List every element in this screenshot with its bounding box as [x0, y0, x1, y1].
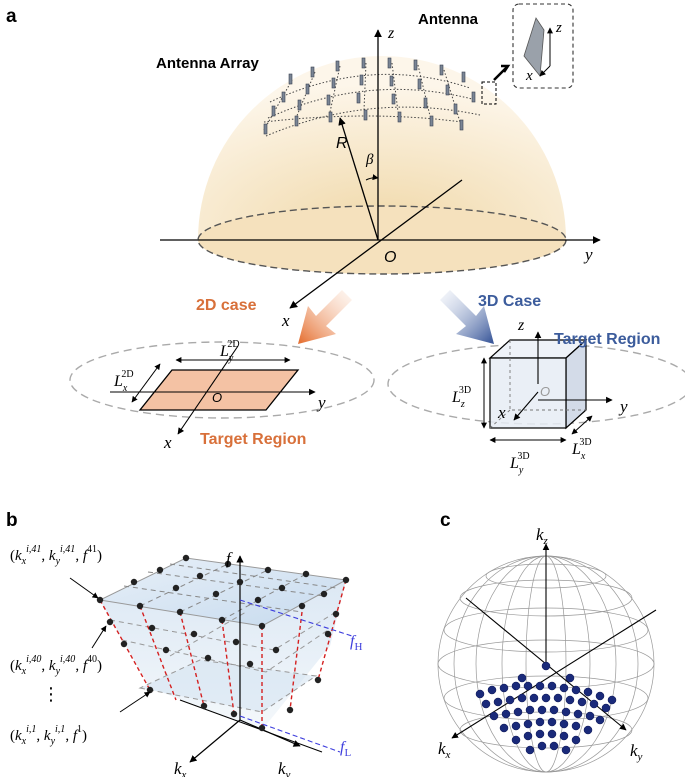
- axis-kz-label: kz: [536, 525, 549, 547]
- freq-low-label: fL: [340, 739, 351, 759]
- axis-x-label: x: [281, 311, 290, 330]
- case-2d-label: 2D case: [196, 297, 257, 314]
- axis-z-label: z: [387, 25, 395, 42]
- axis-ky-label: ky: [278, 759, 291, 777]
- l2d-x-dimension: [131, 363, 161, 403]
- sub2d-x-label: x: [163, 433, 172, 452]
- antenna-label: Antenna: [418, 11, 479, 28]
- pointer-41: [69, 577, 99, 599]
- axis-y-label: y: [583, 245, 593, 264]
- ellipsis: ⋮: [42, 684, 60, 704]
- frustum-bottom-sheet: [138, 659, 318, 713]
- panel-b: b: [6, 510, 362, 777]
- pointer-1: [119, 691, 151, 713]
- grid-points: [96, 554, 350, 732]
- target-region-3d-cube: [488, 338, 588, 430]
- antenna-inset-box: [512, 3, 574, 89]
- k-space-points: [475, 661, 617, 755]
- axis-ky-label-c: ky: [630, 741, 643, 763]
- origin-label: O: [384, 249, 396, 266]
- antenna-highlight-box: [481, 81, 497, 105]
- panel-c-label: c: [440, 510, 451, 531]
- top-sheet-grid: [123, 563, 337, 621]
- point-label-41: (kxi,41, kyi,41, f41): [10, 544, 102, 567]
- inset-axis-x: [539, 65, 551, 77]
- sub2d-y-label: y: [316, 393, 326, 412]
- antenna-elements: [263, 57, 476, 135]
- inset-x-label: x: [525, 68, 533, 84]
- panel-c: c kz kx: [437, 510, 657, 773]
- l3d-z-label: Lz3D: [451, 385, 471, 410]
- point-label-1: (kxi,1, kyi,1, f1): [10, 724, 87, 747]
- axis-kx-label: kx: [174, 759, 187, 777]
- l2d-y-label: Ly2D: [219, 339, 240, 364]
- antenna-array-label: Antenna Array: [156, 55, 259, 72]
- sub2d-origin-label: O: [212, 390, 222, 405]
- case-3d-label: 3D Case: [478, 293, 541, 310]
- beta-arc: [365, 174, 379, 181]
- freq-high-label: fH: [350, 633, 362, 653]
- sub3d-z-label: z: [517, 317, 525, 334]
- l3d-x-dimension: [571, 415, 593, 435]
- callout-arrow: [493, 64, 511, 81]
- target-region-3d-label: Target Region: [554, 331, 660, 348]
- axis-kx: [189, 719, 241, 763]
- beta-label: β: [365, 152, 374, 168]
- sub3d-y-label: y: [618, 397, 628, 416]
- fl-line: [239, 715, 341, 753]
- sub3d-axis-x: [513, 391, 539, 421]
- point-label-40: (kxi,40, kyi,40, f40): [10, 654, 102, 677]
- case-2d-arrow: [298, 290, 352, 344]
- l2d-x-label: Lx2D: [113, 369, 134, 394]
- l3d-y-label: Ly3D: [509, 451, 530, 476]
- axis-kx: [451, 609, 657, 739]
- pointer-40: [91, 625, 107, 649]
- l3d-x-label: Lx3D: [571, 437, 592, 462]
- axis-kx-label-c: kx: [438, 739, 451, 761]
- panel-a-label: a: [6, 6, 17, 27]
- sub3d-x-label: x: [497, 403, 506, 422]
- antenna-element-icon: [523, 17, 545, 78]
- case-3d-arrow: [440, 290, 494, 344]
- radius-label: R: [336, 135, 348, 152]
- sub3d-origin-label: O: [540, 384, 550, 399]
- panel-b-label: b: [6, 510, 18, 531]
- axis-x: [289, 179, 463, 309]
- inset-z-label: z: [555, 20, 562, 36]
- region-2d-ellipse: [69, 341, 375, 419]
- panel-a: a: [6, 3, 685, 476]
- target-region-2d-label: Target Region: [200, 431, 306, 448]
- axis-f-label: f: [226, 549, 233, 568]
- radius-vector: [338, 117, 379, 241]
- fh-line: [239, 599, 353, 637]
